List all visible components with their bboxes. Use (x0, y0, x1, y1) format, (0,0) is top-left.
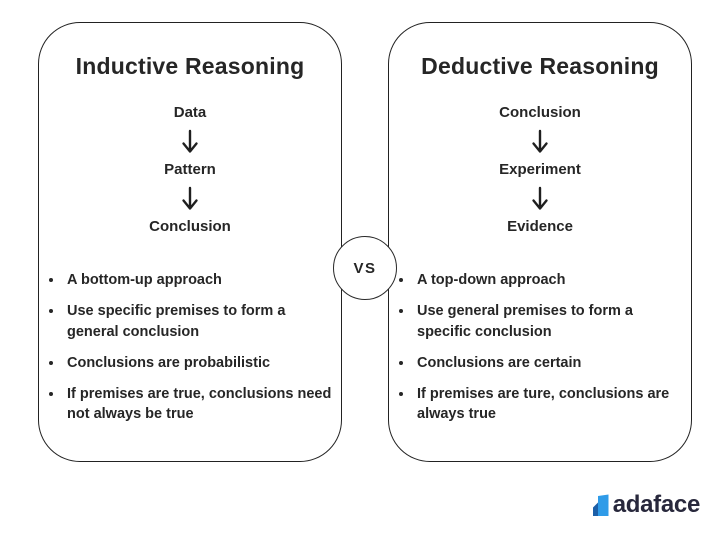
flow-diagram: Data Pattern Conclusion (39, 104, 341, 236)
bullet-item: Use specific premises to form a general … (64, 301, 336, 342)
bullet-item: Conclusions are probabilistic (64, 353, 336, 373)
flow-step: Experiment (499, 161, 581, 178)
flow-step: Conclusion (499, 104, 581, 121)
card-title: Deductive Reasoning (421, 53, 659, 79)
bullet-item: If premises are ture, conclusions are al… (414, 384, 686, 425)
flow-step: Data (173, 104, 207, 121)
flow-step: Pattern (164, 161, 216, 178)
vs-label: VS (353, 259, 377, 277)
down-arrow-icon (182, 129, 198, 153)
adaface-logo: adaface (592, 491, 701, 518)
adaface-logo-text: adaface (612, 491, 701, 518)
bullet-item: If premises are true, conclusions need n… (64, 384, 336, 425)
deductive-reasoning-card: Deductive Reasoning Conclusion Experimen… (388, 22, 692, 462)
bullet-item: A bottom-up approach (64, 270, 336, 290)
card-title: Inductive Reasoning (75, 53, 305, 79)
bullet-list: A bottom-up approachUse specific premise… (44, 270, 336, 425)
down-arrow-icon (182, 186, 198, 210)
flow-step: Evidence (507, 218, 573, 235)
bullet-item: Use general premises to form a specific … (414, 301, 686, 342)
flow-diagram: Conclusion Experiment Evidence (389, 104, 691, 236)
bullet-list: A top-down approachUse general premises … (394, 270, 686, 425)
bullet-item: A top-down approach (414, 270, 686, 290)
flow-step: Conclusion (149, 218, 231, 235)
down-arrow-icon (532, 186, 548, 210)
bullet-item: Conclusions are certain (414, 353, 686, 373)
down-arrow-icon (532, 129, 548, 153)
adaface-logo-icon (592, 494, 609, 516)
vs-badge: VS (333, 236, 397, 300)
inductive-reasoning-card: Inductive Reasoning Data Pattern Conclus… (38, 22, 342, 462)
